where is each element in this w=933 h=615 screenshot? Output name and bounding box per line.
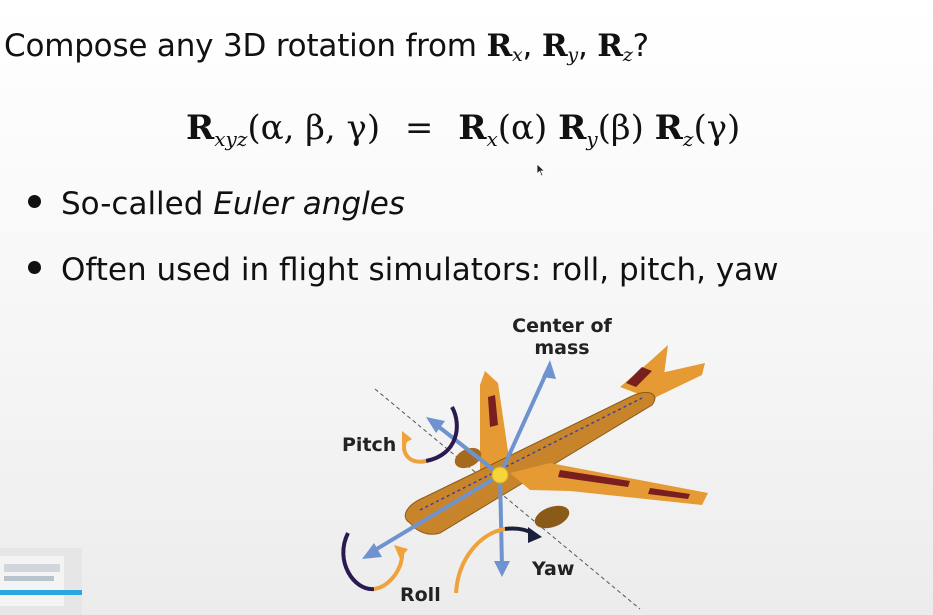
pitch-axis: [432, 421, 502, 477]
equation-rx: R: [458, 108, 487, 148]
bullet-flight-simulators: Often used in flight simulators: roll, p…: [28, 252, 779, 288]
tail-stripe: [626, 367, 652, 387]
yaw-rotation-icon: [454, 526, 542, 594]
equation-ry: R: [558, 108, 587, 148]
bullet-dot: [28, 261, 41, 274]
equation-lhs-r: R: [186, 108, 215, 148]
bullet-dot: [28, 195, 41, 208]
euler-equation: Rxyz(α, β, γ) = Rx(α) Ry(β) Rz(γ): [186, 108, 741, 151]
corner-thumbnail: [0, 548, 82, 615]
title-text: Compose any 3D rotation from: [4, 28, 477, 64]
bullet-euler-angles: So-called Euler angles: [28, 186, 405, 222]
roll-rotation-icon: [341, 532, 408, 592]
roll-label: Roll: [400, 584, 441, 606]
center-of-mass-dot: [491, 466, 509, 484]
pitch-label: Pitch: [342, 434, 396, 456]
roll-axis-line: [374, 388, 641, 610]
equation-lhs-args: (α, β, γ): [247, 108, 381, 148]
airplane-diagram: Center of mass Pitch Roll Yaw: [341, 315, 708, 610]
pitch-rotation-icon: [402, 406, 459, 464]
fuselage: [404, 392, 656, 535]
roll-axis: [368, 473, 502, 555]
equation-lhs-sub: xyz: [214, 127, 248, 151]
title-ry: Ry: [541, 28, 578, 66]
center-of-mass-label-line2: mass: [534, 337, 589, 359]
center-of-mass-pointer: [498, 364, 552, 476]
rotation-axes: [362, 360, 556, 577]
yaw-axis: [498, 474, 504, 568]
equation-rz: R: [654, 108, 683, 148]
equation-beta: (β): [597, 108, 644, 148]
title-rx: Rx: [486, 28, 523, 66]
center-of-mass-label-line1: Center of: [512, 315, 612, 337]
yaw-label: Yaw: [531, 558, 574, 580]
title-rz: Rz: [597, 28, 633, 66]
equation-alpha: (α): [497, 108, 548, 148]
equation-gamma: (γ): [693, 108, 741, 148]
near-engine: [534, 505, 570, 529]
mouse-cursor-icon: [536, 163, 546, 177]
slide-title: Compose any 3D rotation from Rx, Ry, Rz?: [4, 28, 649, 66]
euler-angles-emphasis: Euler angles: [213, 186, 405, 222]
equation-equals: =: [404, 108, 434, 148]
